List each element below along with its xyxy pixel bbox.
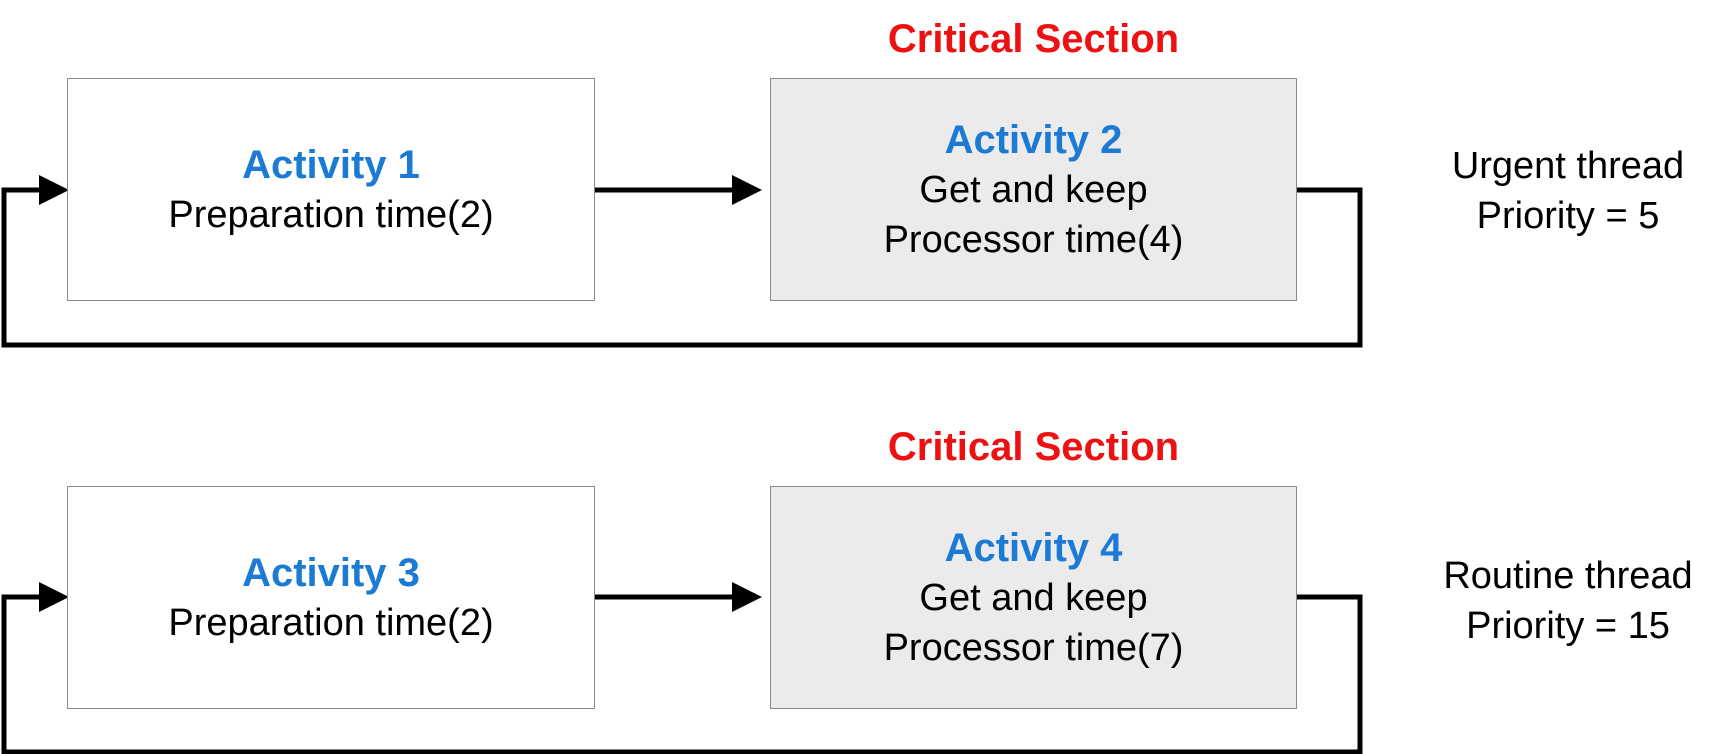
- critical-activity-box: Activity 2 Get and keep Processor time(4…: [770, 78, 1297, 301]
- activity-description: Preparation time(2): [168, 601, 494, 644]
- activity-description: Get and keep: [919, 576, 1148, 619]
- activity-title: Activity 1: [242, 142, 420, 187]
- activity-title: Activity 2: [944, 117, 1123, 162]
- loop-back-row1: [1, 175, 1363, 348]
- activity-title: Activity 4: [944, 525, 1123, 570]
- activity-description: Get and keep: [919, 168, 1148, 211]
- thread-priority: Priority = 15: [1466, 605, 1670, 647]
- activity-title: Activity 3: [242, 550, 420, 595]
- thread-name: Routine thread: [1443, 555, 1693, 597]
- activity-description: Processor time(7): [883, 626, 1184, 669]
- activity-description: Processor time(4): [883, 218, 1184, 261]
- activity-description: Preparation time(2): [168, 193, 494, 236]
- critical-section-label: Critical Section: [887, 425, 1180, 469]
- thread-name: Urgent thread: [1451, 145, 1685, 187]
- critical-section-label: Critical Section: [887, 17, 1180, 61]
- loop-back-row2: [1, 582, 1363, 754]
- activity-box: Activity 3 Preparation time(2): [67, 486, 595, 709]
- thread-label: Urgent thread Priority = 5: [1423, 141, 1713, 241]
- thread-priority: Priority = 5: [1476, 195, 1660, 237]
- activity-box: Activity 1 Preparation time(2): [67, 78, 595, 301]
- thread-label: Routine thread Priority = 15: [1423, 551, 1713, 651]
- critical-activity-box: Activity 4 Get and keep Processor time(7…: [770, 486, 1297, 709]
